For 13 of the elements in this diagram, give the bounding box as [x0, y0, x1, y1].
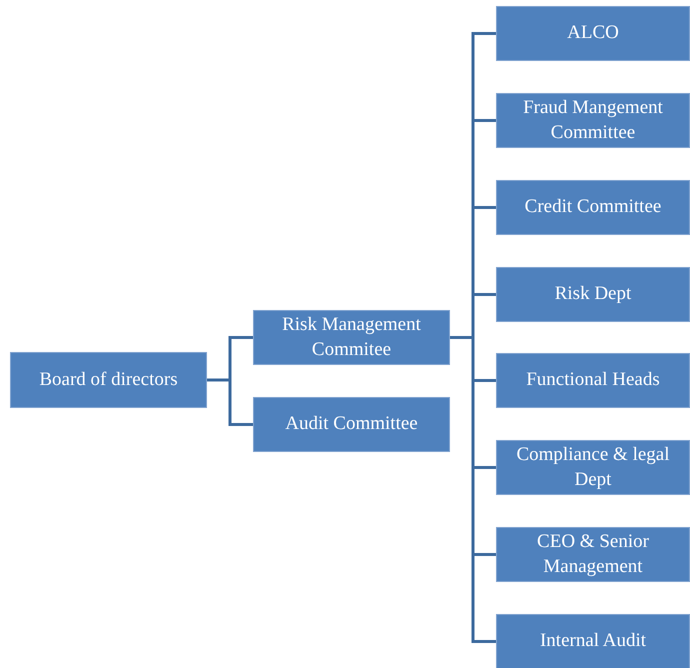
org-box: ALCO — [496, 6, 690, 61]
org-box: Board of directors — [10, 352, 207, 408]
org-box: CEO & Senior Management — [496, 527, 690, 582]
org-box: Functional Heads — [496, 353, 690, 408]
connector-line — [450, 336, 496, 643]
org-box: Internal Audit — [496, 614, 690, 668]
org-box: Fraud Mangement Committee — [496, 93, 690, 148]
org-box: Audit Committee — [253, 397, 450, 452]
org-box: Compliance & legal Dept — [496, 440, 690, 495]
org-box: Risk Management Commitee — [253, 310, 450, 365]
org-box: Credit Committee — [496, 180, 690, 235]
org-box: Risk Dept — [496, 267, 690, 322]
connector-line — [207, 378, 253, 426]
